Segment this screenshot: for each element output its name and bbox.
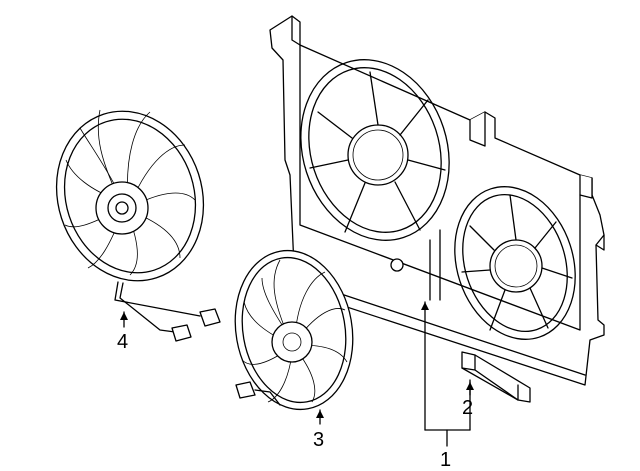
cooling-fan-part-4 [55, 109, 221, 342]
seal-strip-part-2 [461, 351, 531, 403]
callout-leaders [120, 301, 474, 447]
cooling-fan-part-3 [234, 249, 354, 411]
callout-2: 2 [462, 397, 473, 419]
fan-shroud-part-1 [269, 15, 605, 386]
callout-4: 4 [117, 331, 128, 353]
callout-3: 3 [313, 429, 324, 451]
callout-1: 1 [440, 449, 451, 471]
